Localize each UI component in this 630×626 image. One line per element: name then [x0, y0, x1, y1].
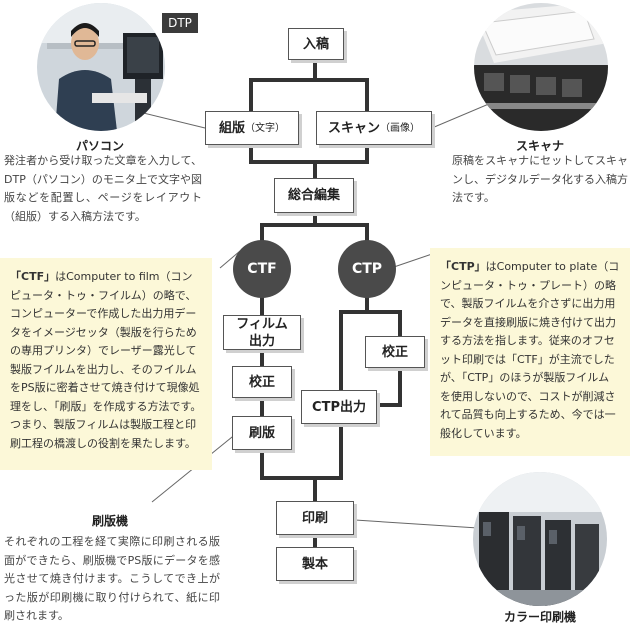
ctf-note: 「CTF」はComputer to film（コンピュータ・トゥ・フイルム）の略… — [0, 258, 212, 470]
kosei-left-label: 校正 — [248, 374, 275, 390]
kosei-right-label: 校正 — [381, 344, 408, 360]
ctf-circle: CTF — [233, 240, 291, 298]
ctf-note-text: はComputer to film（コンピュータ・トゥ・フイルム）の略で、コンピ… — [10, 270, 202, 450]
scanner-description: 原稿をスキャナにセットしてスキャンし、デジタルデータ化する入稿方法です。 — [452, 154, 628, 204]
ctf-label: CTF — [247, 261, 277, 277]
sappan-label: 刷版 — [248, 425, 275, 441]
nyuko-box: 入稿 — [288, 28, 344, 60]
ctp-output-box: CTP出力 — [301, 390, 377, 424]
ctf-note-term: 「CTF」 — [10, 270, 56, 283]
dtp-tag: DTP — [162, 13, 198, 33]
plate-machine-caption: 刷版機 — [91, 514, 128, 528]
dtp-photo — [37, 3, 165, 131]
person-at-computer-image — [37, 3, 165, 131]
dtp-caption: パソコン — [75, 139, 124, 153]
seihon-label: 製本 — [301, 556, 328, 572]
ctp-circle: CTP — [338, 240, 396, 298]
kosei-right-box: 校正 — [365, 336, 425, 368]
dtp-description: 発注者から受け取った文章を入力して、DTP（パソコン）のモニタ上で文字や図版など… — [4, 154, 202, 223]
scanner-photo — [474, 3, 608, 131]
film-output-box: フィルム 出力 — [223, 315, 301, 350]
plate-machine-description: それぞれの工程を経て実際に印刷される版面ができたら、刷版機でPS版にデータを感光… — [4, 535, 220, 622]
scan-sublabel: （画像） — [380, 122, 420, 134]
scan-label: スキャン — [327, 120, 380, 136]
kumihan-sublabel: （文字） — [245, 122, 285, 134]
scanner-caption: スキャナ — [515, 139, 564, 153]
kumihan-label: 組版 — [218, 120, 245, 136]
kumihan-box: 組版（文字） — [205, 111, 299, 145]
scan-box: スキャン（画像） — [316, 111, 432, 145]
sogo-label: 総合編集 — [287, 188, 340, 203]
ctp-note-text: はComputer to plate（コンピュータ・トゥ・プレート）の略で、製版… — [440, 260, 620, 440]
color-press-image — [473, 472, 607, 606]
sappan-box: 刷版 — [232, 416, 292, 450]
ctp-output-label: CTP出力 — [312, 399, 366, 415]
ctp-note-term: 「CTP」 — [440, 260, 486, 273]
press-caption: カラー印刷機 — [503, 610, 576, 624]
sogo-box: 総合編集 — [274, 178, 354, 213]
press-photo — [473, 472, 607, 606]
scanner-image — [474, 3, 608, 131]
seihon-box: 製本 — [276, 547, 354, 581]
film-output-line1: フィルム — [236, 316, 288, 332]
ctp-note: 「CTP」はComputer to plate（コンピュータ・トゥ・プレート）の… — [430, 248, 630, 456]
insatsu-box: 印刷 — [276, 501, 354, 535]
film-output-line2: 出力 — [248, 333, 275, 349]
nyuko-label: 入稿 — [302, 36, 329, 52]
ctp-label: CTP — [351, 261, 383, 277]
insatsu-label: 印刷 — [301, 510, 328, 526]
kosei-left-box: 校正 — [232, 366, 292, 398]
